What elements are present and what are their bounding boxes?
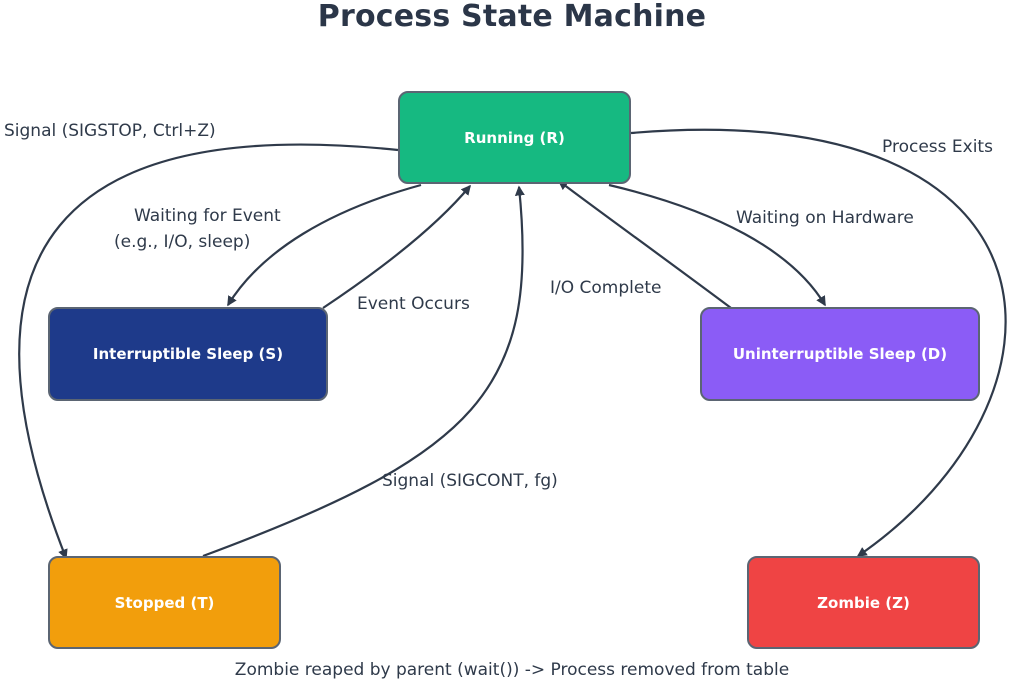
label-interruptible-to-running: Event Occurs xyxy=(357,294,470,314)
edge-running-to-uninterruptible xyxy=(608,183,826,307)
edge-stopped-to-running xyxy=(202,185,525,558)
state-zombie[interactable]: Zombie (Z) xyxy=(747,556,980,649)
edge-uninterruptible-to-running xyxy=(557,180,732,309)
edge-running-to-stopped xyxy=(18,143,399,560)
label-stopped-to-running: Signal (SIGCONT, fg) xyxy=(382,471,558,491)
label-uninterruptible-to-running: I/O Complete xyxy=(550,278,662,298)
edge-interruptible-to-running xyxy=(322,184,471,309)
state-running[interactable]: Running (R) xyxy=(398,91,631,184)
state-zombie-label: Zombie (Z) xyxy=(817,593,910,612)
diagram-title: Process State Machine xyxy=(317,0,707,34)
state-running-label: Running (R) xyxy=(464,128,565,147)
label-running-to-uninterruptible: Waiting on Hardware xyxy=(736,208,914,228)
label-running-to-zombie: Process Exits xyxy=(882,137,993,157)
state-interruptible-sleep[interactable]: Interruptible Sleep (S) xyxy=(48,307,328,401)
state-uninterruptible-sleep[interactable]: Uninterruptible Sleep (D) xyxy=(700,307,980,401)
state-stopped-label: Stopped (T) xyxy=(114,593,215,612)
state-uninterruptible-sleep-label: Uninterruptible Sleep (D) xyxy=(732,345,948,363)
state-stopped[interactable]: Stopped (T) xyxy=(48,556,281,649)
edge-running-to-zombie xyxy=(630,128,1007,557)
footer-note: Zombie reaped by parent (wait()) -> Proc… xyxy=(234,660,790,680)
label-running-to-interruptible-line2: (e.g., I/O, sleep) xyxy=(114,232,251,252)
state-interruptible-sleep-label: Interruptible Sleep (S) xyxy=(92,345,284,363)
label-running-to-stopped: Signal (SIGSTOP, Ctrl+Z) xyxy=(4,121,216,141)
edge-running-to-interruptible xyxy=(227,183,422,307)
label-running-to-interruptible-line1: Waiting for Event xyxy=(134,206,281,226)
